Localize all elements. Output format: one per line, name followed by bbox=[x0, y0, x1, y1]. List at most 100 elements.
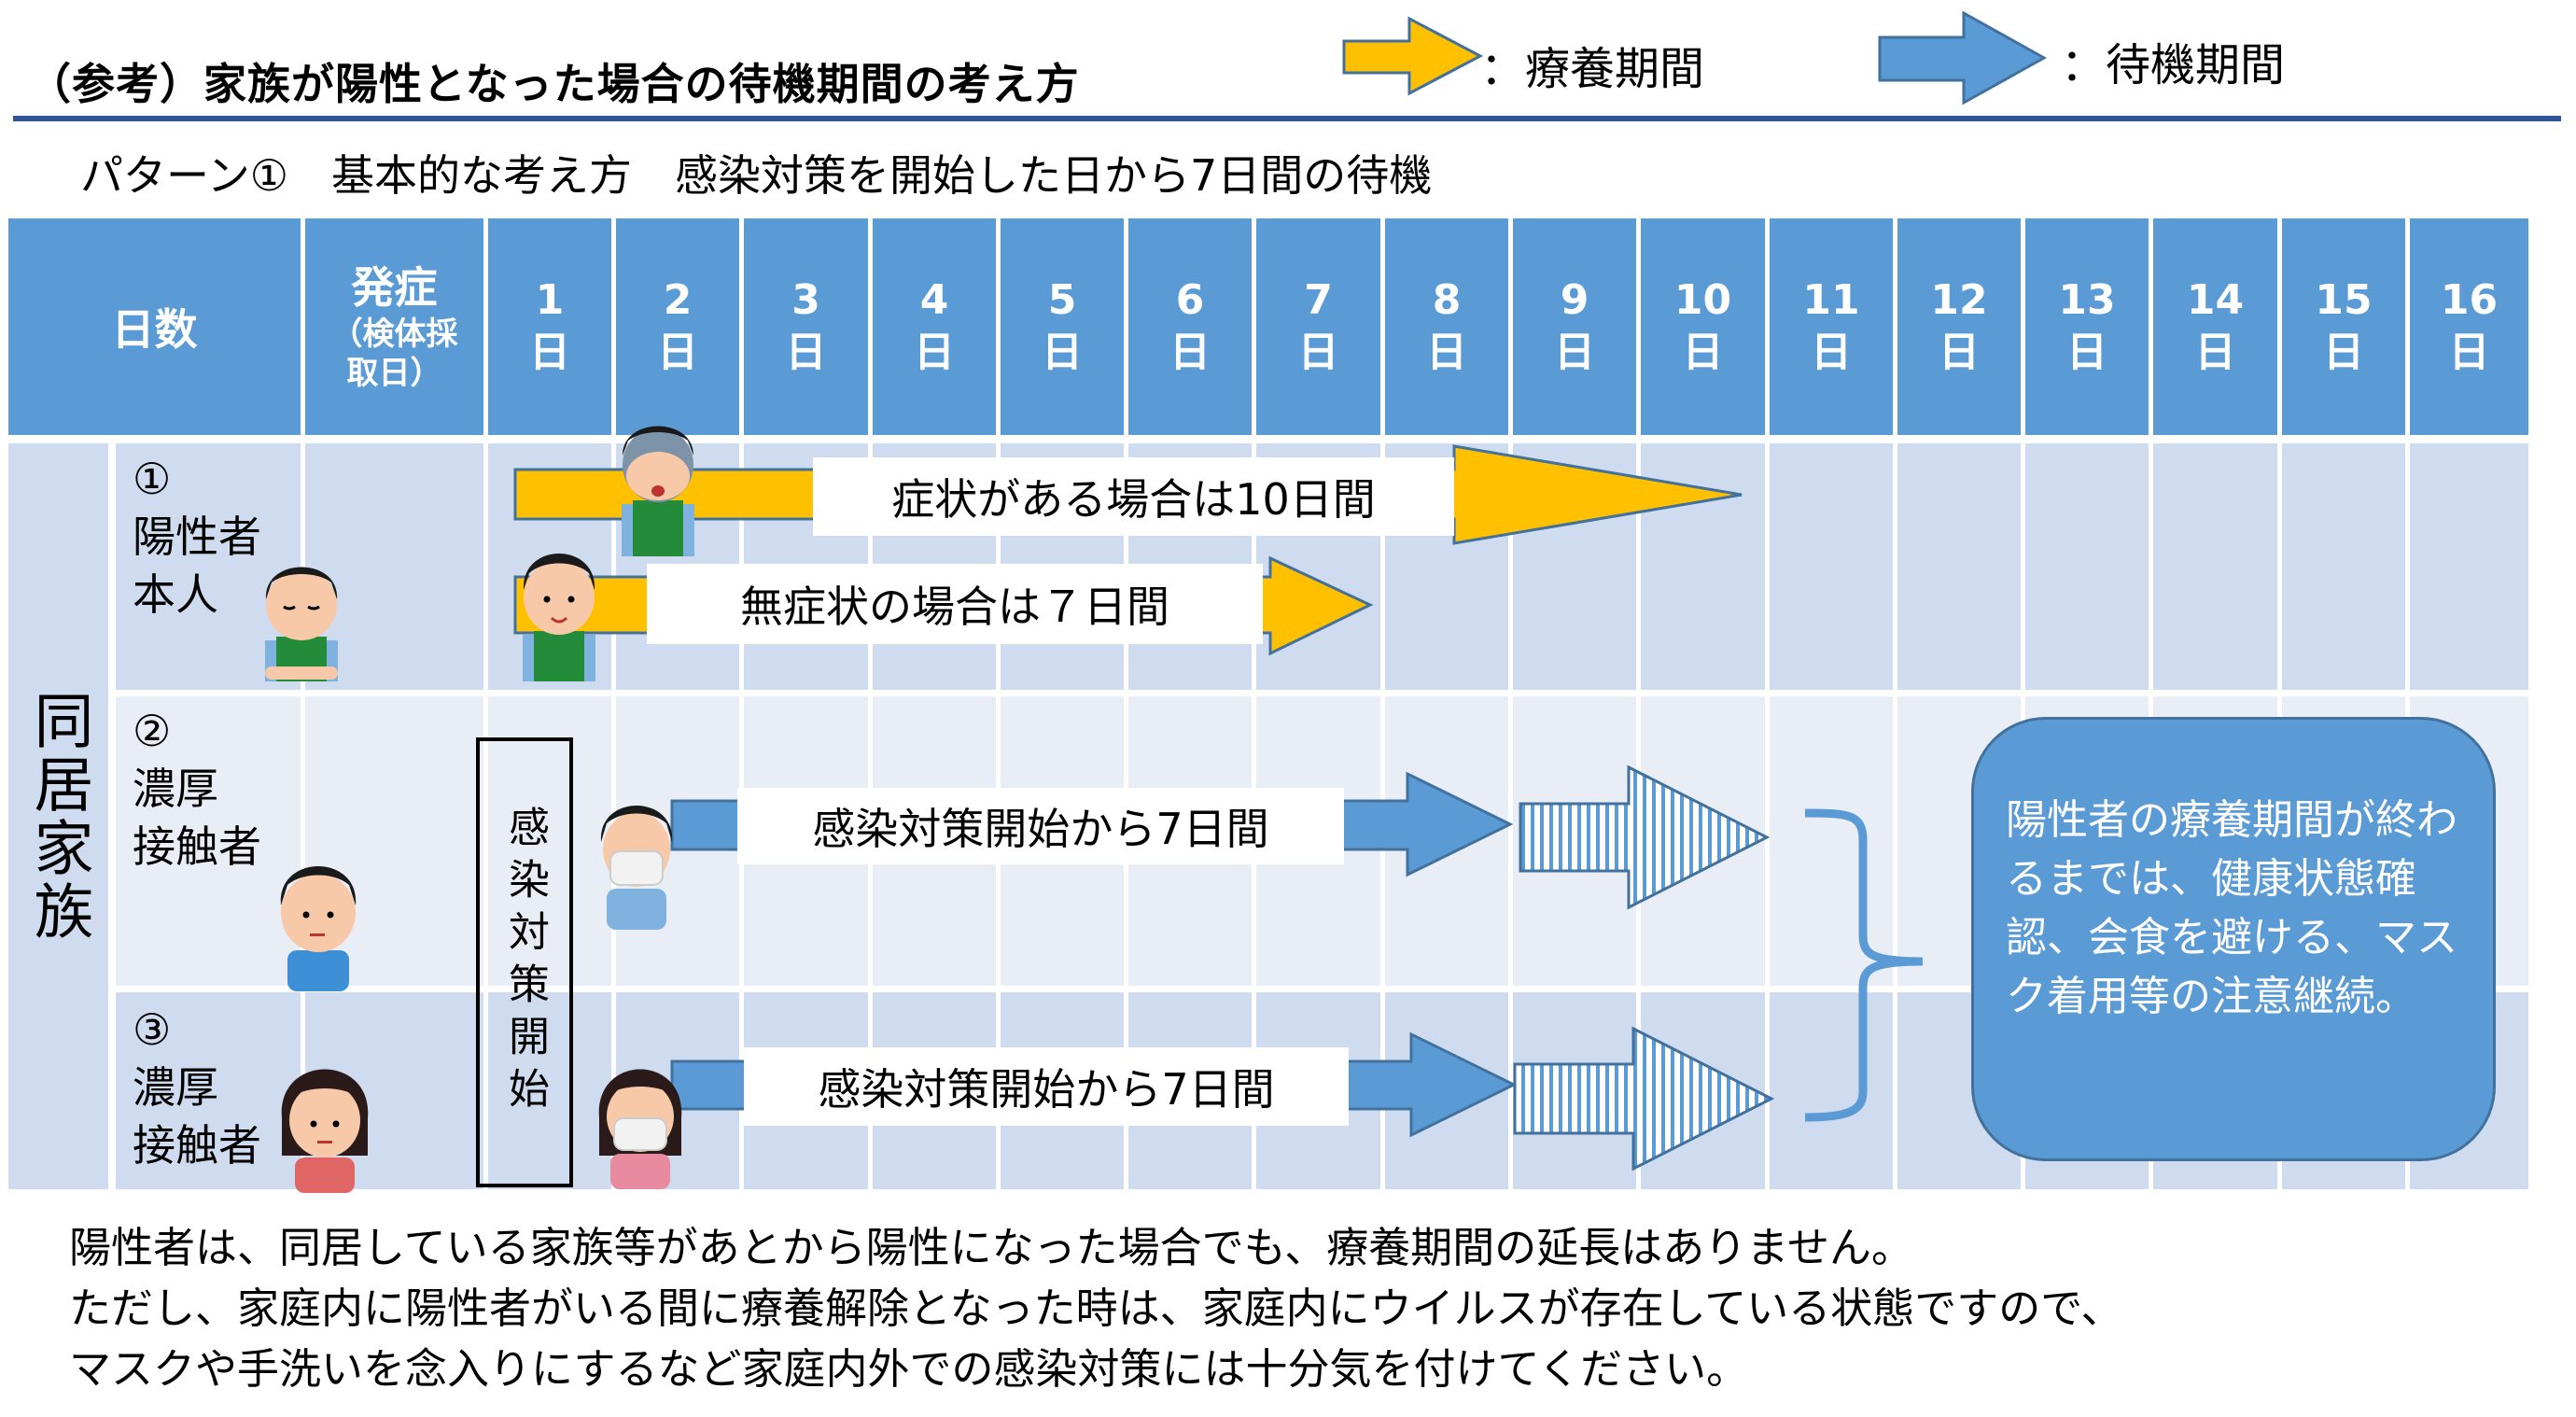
day-number: 9 bbox=[1560, 276, 1589, 324]
title-divider bbox=[13, 116, 2561, 121]
header-day-12: 12 日 bbox=[1897, 218, 2021, 435]
row-2-cell bbox=[1513, 696, 1636, 986]
row-2-label-line1: 濃厚 bbox=[133, 764, 218, 814]
group-label: 同居家族 bbox=[23, 689, 93, 944]
contact2-label: 感染対策開始から7日間 bbox=[737, 788, 1344, 864]
row-2-cell bbox=[1641, 696, 1765, 986]
day-number: 2 bbox=[663, 276, 693, 324]
day-number: 15 bbox=[2315, 276, 2373, 324]
day-number: 10 bbox=[1673, 276, 1732, 324]
header-day-15: 15 日 bbox=[2282, 218, 2405, 435]
row-1-number: ① bbox=[133, 454, 172, 504]
row-3-cell bbox=[488, 992, 611, 1189]
measure-start-box: 感染対策開始 bbox=[476, 737, 573, 1187]
day-number: 7 bbox=[1304, 276, 1333, 324]
footer-line-1: 陽性者は、同居している家族等があとから陽性になった場合でも、療養期間の延長はあり… bbox=[69, 1223, 1913, 1272]
day-unit: 日 bbox=[1682, 329, 1724, 376]
row-3-cell bbox=[1513, 992, 1636, 1189]
day-unit: 日 bbox=[1297, 329, 1339, 376]
symptomatic-label: 症状がある場合は10日間 bbox=[813, 457, 1454, 536]
day-number: 1 bbox=[535, 276, 565, 324]
day-number: 16 bbox=[2440, 276, 2499, 324]
row-1-cell bbox=[1513, 443, 1636, 690]
legend-label-treatment: ：療養期間 bbox=[1480, 43, 1705, 95]
header-day-10: 10 日 bbox=[1641, 218, 1765, 435]
asymptomatic-label: 無症状の場合は７日間 bbox=[647, 564, 1263, 644]
pattern-subtitle: パターン① 基本的な考え方 感染対策を開始した日から7日間の待機 bbox=[80, 150, 1433, 201]
row-1-cell bbox=[2153, 443, 2277, 690]
header-day-14: 14 日 bbox=[2153, 218, 2277, 435]
note-box: 陽性者の療養期間が終わるまでは、健康状態確認、会食を避ける、マスク着用等の注意継… bbox=[1971, 717, 2496, 1161]
day-number: 14 bbox=[2186, 276, 2245, 324]
day-unit: 日 bbox=[914, 329, 955, 376]
patient-resting-icon bbox=[265, 567, 338, 681]
day-unit: 日 bbox=[529, 329, 570, 376]
row-1-cell bbox=[1770, 443, 1893, 690]
day-unit: 日 bbox=[1938, 329, 1980, 376]
yellow-arrow-icon bbox=[1342, 16, 1484, 96]
header-day-11: 11 日 bbox=[1770, 218, 1893, 435]
onset-sub-2: 取日） bbox=[346, 355, 442, 392]
day-unit: 日 bbox=[657, 329, 698, 376]
row-1-cell bbox=[2282, 443, 2405, 690]
day-number: 12 bbox=[1930, 276, 1988, 324]
sick-person-icon bbox=[622, 426, 694, 556]
row-1-cell bbox=[2410, 443, 2528, 690]
day-number: 8 bbox=[1432, 276, 1462, 324]
measure-start-label: 感染対策開始 bbox=[501, 806, 549, 1119]
row-1-label-line1: 陽性者 bbox=[133, 512, 261, 562]
row-3-label-line2: 接触者 bbox=[133, 1120, 261, 1171]
row-3-cell bbox=[1770, 992, 1893, 1189]
header-onset: 発症（検体採取日） bbox=[305, 218, 483, 435]
row-1-cell bbox=[1641, 443, 1765, 690]
group-column bbox=[8, 443, 108, 1189]
day-number: 3 bbox=[791, 276, 820, 324]
day-unit: 日 bbox=[2194, 329, 2236, 376]
day-unit: 日 bbox=[1169, 329, 1211, 376]
day-unit: 日 bbox=[1426, 329, 1467, 376]
day-unit: 日 bbox=[2322, 329, 2364, 376]
header-day-13: 13 日 bbox=[2025, 218, 2149, 435]
row-2-cell bbox=[488, 696, 611, 986]
header-days-label: 日数 bbox=[8, 218, 301, 435]
day-unit: 日 bbox=[1042, 329, 1083, 376]
row-3-cell bbox=[1641, 992, 1765, 1189]
legend-label-waiting: ：待機期間 bbox=[2061, 39, 2286, 91]
row-1-cell bbox=[2025, 443, 2149, 690]
row-2-label-cell bbox=[116, 696, 301, 986]
row-3-label-cell bbox=[116, 992, 301, 1189]
masked-boy-icon bbox=[600, 806, 673, 930]
contact-girl-icon bbox=[281, 1069, 369, 1193]
asymptomatic-person-icon bbox=[523, 554, 595, 681]
day-unit: 日 bbox=[1810, 329, 1852, 376]
header-day-16: 16 日 bbox=[2410, 218, 2528, 435]
row-1-label-line2: 本人 bbox=[133, 569, 218, 620]
row-2-cell bbox=[1770, 696, 1893, 986]
contact3-label: 感染対策開始から7日間 bbox=[744, 1047, 1349, 1126]
day-number: 13 bbox=[2058, 276, 2116, 324]
day-unit: 日 bbox=[785, 329, 827, 376]
contact-boy-icon bbox=[280, 866, 357, 991]
footer-line-2: ただし、家庭内に陽性者がいる間に療養解除となった時は、家庭内にウイルスが存在して… bbox=[69, 1284, 2123, 1333]
day-number: 5 bbox=[1047, 276, 1077, 324]
blue-arrow-icon bbox=[1878, 10, 2048, 105]
onset-sub-1: （検体採 bbox=[330, 316, 458, 353]
day-unit: 日 bbox=[1554, 329, 1595, 376]
day-unit: 日 bbox=[2065, 329, 2107, 376]
row-3-label-line1: 濃厚 bbox=[133, 1062, 218, 1113]
day-number: 11 bbox=[1802, 276, 1860, 324]
day-unit: 日 bbox=[2448, 329, 2490, 376]
row-2-number: ② bbox=[133, 706, 172, 756]
row-3-number: ③ bbox=[133, 1004, 172, 1055]
row-2-label-line2: 接触者 bbox=[133, 821, 261, 872]
masked-girl-icon bbox=[598, 1069, 682, 1189]
day-number: 4 bbox=[919, 276, 949, 324]
